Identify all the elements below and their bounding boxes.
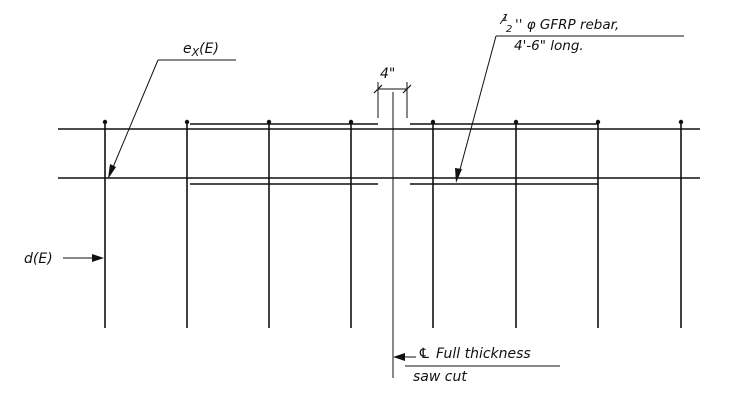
sawcut-label-line1: Full thickness — [436, 346, 531, 362]
spacing-label: 4" — [380, 66, 395, 82]
member-dot — [102, 119, 108, 125]
member-dot — [678, 119, 684, 125]
rebar-leader-arrowhead — [455, 168, 462, 183]
rebar-note: 1 2 '' φ GFRP rebar, 4'-6" long. — [455, 13, 684, 183]
vertical-members — [102, 119, 684, 328]
rebar-leader — [457, 35, 497, 178]
ex-label: eX(E) — [183, 41, 219, 59]
d-label: d(E) — [24, 251, 53, 267]
member-dot — [513, 119, 519, 125]
member-dot — [348, 119, 354, 125]
member-dot — [430, 119, 436, 125]
rebar-fraction-numerator: 1 — [502, 13, 508, 24]
dimension-tick — [402, 84, 412, 94]
ex-leader-arrowhead — [108, 164, 116, 179]
ex-leader — [110, 59, 159, 173]
member-dot — [595, 119, 601, 125]
rebar-note-line2: 4'-6" long. — [514, 38, 584, 54]
sawcut-arrowhead — [393, 353, 405, 361]
rebar-note-line1: '' φ GFRP rebar, — [515, 17, 619, 33]
ex-note: eX(E) — [108, 41, 236, 179]
member-dot — [266, 119, 272, 125]
dimension-tick — [373, 84, 383, 94]
rebar-fraction-denominator: 2 — [506, 24, 512, 35]
sawcut-note: ℄ Full thickness saw cut — [393, 346, 560, 385]
member-dot — [184, 119, 190, 125]
d-note: d(E) — [24, 251, 104, 267]
rebar-fraction-bar — [499, 13, 508, 25]
d-arrowhead — [92, 254, 104, 262]
sawcut-label-line2: saw cut — [413, 369, 467, 385]
centerline-symbol: ℄ — [418, 346, 431, 362]
